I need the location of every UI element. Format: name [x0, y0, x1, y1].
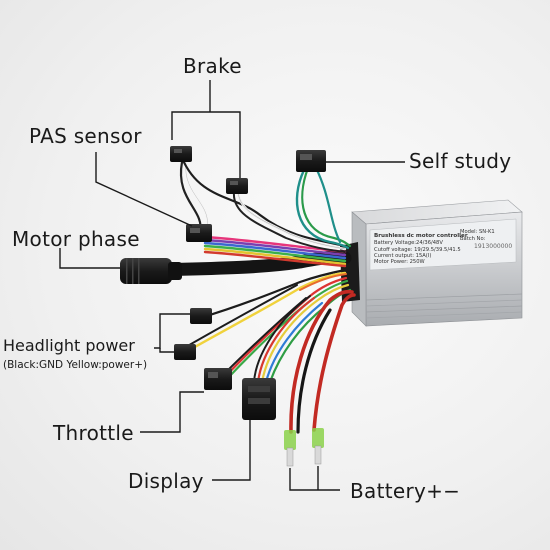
brake-connector-left	[170, 146, 192, 162]
display-leader	[212, 420, 251, 481]
headlight-connector-lower	[174, 344, 196, 360]
brake-connector-left-latch	[174, 149, 182, 153]
pas-sensor-leader	[95, 152, 193, 227]
controller-title: Brushless dc motor controller	[374, 233, 468, 239]
controller-cutoff: Cutoff voltage: 19/29.5/39.5/41.5	[374, 247, 461, 253]
brake-connector-right	[226, 178, 248, 194]
throttle-leader	[140, 391, 204, 433]
controller-box	[351, 199, 523, 327]
leader-lines	[59, 80, 405, 491]
brake-connector-right-latch	[230, 181, 238, 185]
self-study-connector-latch	[300, 154, 312, 160]
controller-output: Current output: 15A(I)	[374, 253, 431, 259]
display-connector-rib-1	[248, 386, 270, 392]
display-connector-rib-2	[248, 398, 270, 404]
controller-batch: Batch No:	[460, 236, 486, 242]
label-motor-phase: Motor phase	[12, 227, 140, 251]
pas-sensor-connector-latch	[190, 228, 200, 233]
controller-model: Model: SN-K1	[460, 229, 495, 235]
throttle-connector-latch	[208, 372, 218, 378]
headlight-leader-upper	[154, 313, 190, 349]
wire-bundle	[153, 156, 356, 434]
self-study-connector	[296, 150, 326, 172]
label-battery: Battery+−	[350, 479, 461, 503]
controller-voltage: Battery Voltage:24/36/48V	[374, 240, 443, 246]
motor-phase-plug	[120, 258, 182, 284]
brake-leader-bracket	[171, 111, 241, 178]
label-throttle: Throttle	[53, 421, 134, 445]
controller-serial: 1913000000	[474, 243, 512, 250]
battery-leader-left	[289, 468, 340, 491]
motor-phase-leader	[59, 248, 120, 269]
label-headlight-note: (Black:GND Yellow:power+)	[3, 359, 148, 371]
label-brake: Brake	[183, 54, 242, 78]
headlight-leader-lower	[159, 348, 174, 353]
label-display: Display	[128, 469, 204, 493]
label-pas-sensor: PAS sensor	[29, 124, 142, 148]
headlight-connector-upper	[190, 308, 212, 324]
throttle-connector	[204, 368, 232, 390]
label-self-study: Self study	[409, 149, 512, 173]
battery-terminals	[284, 428, 324, 467]
label-headlight-power: Headlight power	[3, 336, 135, 355]
controller-power: Motor Power: 250W	[374, 259, 425, 265]
